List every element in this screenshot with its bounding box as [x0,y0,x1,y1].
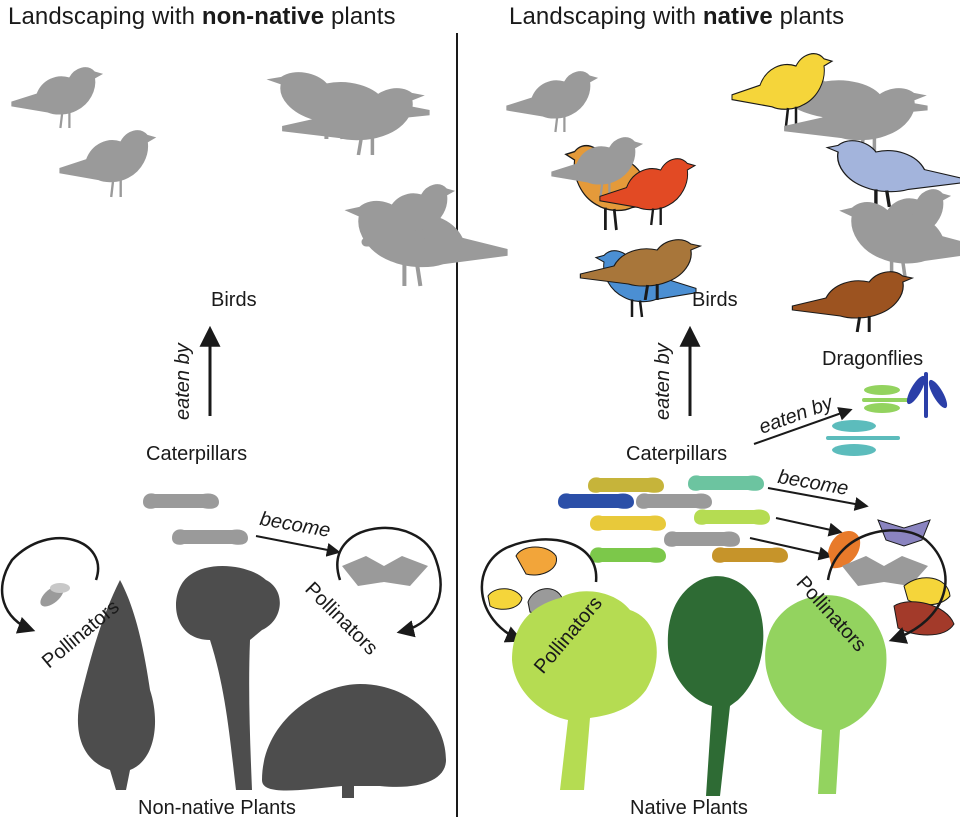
right-caterpillar-gray-2 [664,531,740,547]
right-dragonflies-label: Dragonflies [822,348,924,370]
left-birds-group [10,66,507,286]
left-caterpillar-2 [172,529,248,545]
right-caterpillar-navy [558,493,634,509]
right-title-bold: native [702,3,773,30]
right-tree-dark-green [667,576,764,796]
right-caterpillars-label: Caterpillars [626,443,728,465]
right-caterpillar-amber [712,547,788,563]
moth-gray-icon [842,556,928,586]
right-plants-label: Native Plants [630,797,748,819]
bee-yellow-icon [487,588,523,610]
right-caterpillars-group [558,475,788,563]
right-tree-green [765,595,887,794]
left-birds-label: Birds [211,289,257,311]
right-bird-gray-1 [505,70,599,134]
left-bird-4 [58,129,157,199]
right-pollinator-loop-2 [826,529,947,644]
right-eaten-by-dragonflies-arrow [753,407,853,445]
right-dragonflies-group [826,372,948,456]
left-moth-icon [342,556,428,586]
left-tree-pine [176,565,280,790]
right-trees-group [512,576,887,796]
right-caterpillar-mint [688,475,764,491]
left-eaten-by-label: eaten by [172,343,194,420]
right-become-arrow-3 [749,537,833,561]
left-pollinator-loop-1 [0,536,100,634]
right-tree-lime [512,591,657,790]
right-pollinator-loop-1 [480,538,598,643]
right-caterpillar-yellow [590,515,666,531]
left-caterpillars-group [143,493,248,545]
dragonfly-blue-icon [906,372,948,418]
butterfly-red-icon [893,601,955,636]
butterfly-purple-icon [877,519,931,547]
right-title-pre: Landscaping with [509,3,703,30]
left-caterpillars-label: Caterpillars [146,443,248,465]
right-caterpillar-lime [694,509,770,525]
left-title-post: plants [324,3,396,30]
left-bird-perch [361,237,427,247]
left-become-arrow [255,535,341,557]
right-eaten-by-label: eaten by [652,343,674,420]
right-bird-perch [862,238,922,246]
bee-orange-icon [515,546,557,576]
left-tree-broad [262,684,446,798]
right-become-arrow-1 [767,487,869,511]
left-caterpillar-1 [143,493,219,509]
left-panel-title: Landscaping with non-native plants [8,3,396,31]
right-birds-group [505,52,960,334]
right-caterpillar-green [590,547,666,563]
right-bird-rust [790,270,914,334]
left-plants-label: Non-native Plants [138,797,296,819]
right-panel-title: Landscaping with native plants [509,3,844,31]
right-insects-group [487,519,955,636]
left-fly-icon [40,583,70,607]
left-title-pre: Landscaping with [8,3,202,30]
right-caterpillar-gray-1 [636,493,712,509]
dragonfly-teal-icon [826,420,900,456]
left-trees-group [77,565,446,798]
panel-divider [456,33,458,817]
left-pollinator-loop-2 [336,526,442,638]
right-birds-label: Birds [692,289,738,311]
left-title-bold: non-native [201,3,325,30]
right-become-arrow-2 [775,517,843,537]
right-caterpillar-olive [588,477,664,493]
left-tree-cypress [77,580,156,790]
right-title-post: plants [772,3,845,30]
left-bird-1 [10,66,104,130]
dragonfly-lime-icon [862,385,910,413]
